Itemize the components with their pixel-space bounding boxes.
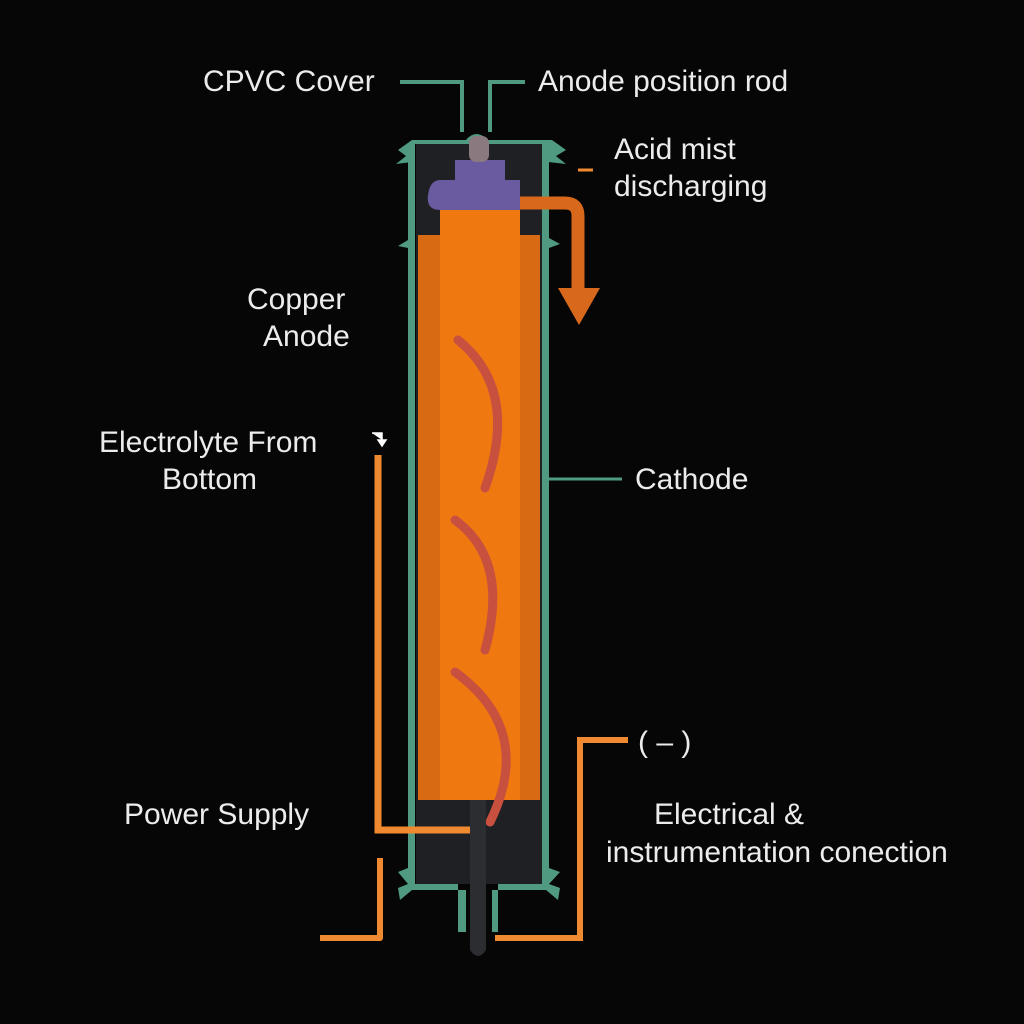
cathode-label: Cathode bbox=[635, 463, 749, 496]
electrolyte-label-2: Bottom bbox=[162, 463, 258, 496]
anode-position-rod bbox=[469, 136, 489, 162]
flange-right bbox=[549, 238, 560, 248]
cathode-rod bbox=[470, 800, 486, 956]
electrolyte-inlet-icon bbox=[372, 432, 388, 448]
bottom-cap bbox=[398, 868, 466, 932]
copper-anode-label-2: Anode bbox=[263, 320, 350, 353]
copper-anode-core bbox=[440, 210, 520, 800]
electrolyte-label-1: Electrolyte From bbox=[99, 426, 318, 459]
anode-rod-leader bbox=[488, 80, 525, 132]
anode-holder bbox=[427, 160, 520, 210]
acid-mist-label-1: Acid mist bbox=[614, 133, 736, 166]
negative-terminal-label: ( – ) bbox=[638, 726, 692, 759]
copper-anode-label-1: Copper bbox=[247, 283, 346, 316]
copper-wave bbox=[450, 335, 511, 827]
bottom-cap-right bbox=[492, 868, 560, 932]
cpvc-cover-leader bbox=[400, 80, 464, 132]
cpvc-cover bbox=[396, 134, 566, 164]
tube-wall-left bbox=[408, 144, 415, 884]
tube-wall-right bbox=[542, 144, 549, 884]
cpvc-cover-label: CPVC Cover bbox=[203, 65, 375, 98]
acid-mist-arrow bbox=[558, 288, 600, 325]
electrical-label-2: instrumentation conection bbox=[606, 836, 948, 869]
power-supply-wire bbox=[320, 858, 383, 941]
anode-rod-label: Anode position rod bbox=[538, 65, 789, 98]
electrical-label-1: Electrical & bbox=[654, 798, 805, 831]
acid-mist-pipe bbox=[520, 196, 585, 290]
flange-left bbox=[398, 240, 408, 248]
negative-wire bbox=[495, 737, 628, 941]
acid-mist-label-2: discharging bbox=[614, 170, 768, 203]
power-supply-label: Power Supply bbox=[124, 798, 310, 831]
electrolyte-pipe bbox=[374, 455, 470, 834]
